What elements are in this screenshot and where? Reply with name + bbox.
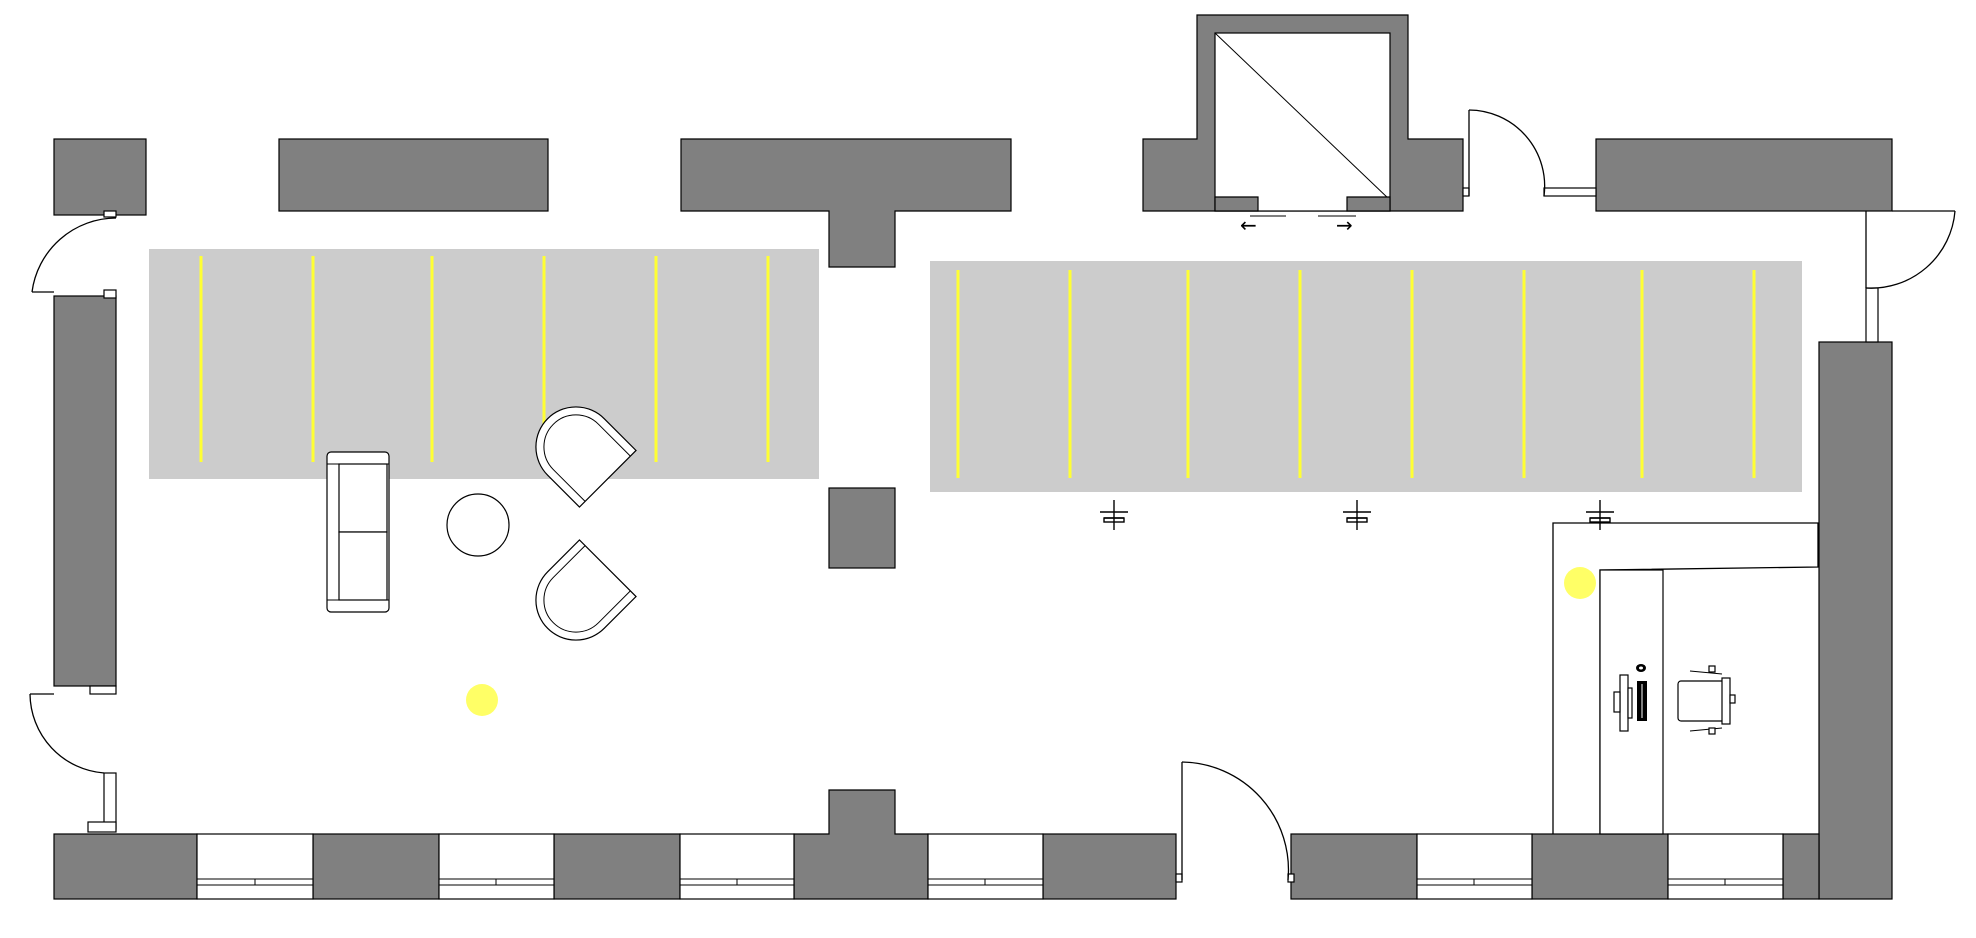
pillar xyxy=(828,487,896,569)
ceiling-light xyxy=(466,684,498,716)
ceiling-light xyxy=(1564,567,1596,599)
window-icon xyxy=(196,833,314,900)
sliding-door-left-arrow: ← xyxy=(1240,213,1257,237)
window-icon xyxy=(1667,833,1784,900)
mouse-icon xyxy=(1636,664,1646,672)
window-icon xyxy=(927,833,1044,900)
door-swing-icon xyxy=(31,217,117,293)
wall-left xyxy=(53,210,117,833)
window-icon xyxy=(1416,833,1533,900)
wall-top xyxy=(53,14,1893,268)
reception-counter xyxy=(1552,522,1819,835)
door-swing-icon xyxy=(29,693,105,774)
display-area-left xyxy=(149,249,819,479)
elevator-icon: ← → xyxy=(1214,32,1391,237)
window-icon xyxy=(679,833,795,900)
sofa-icon xyxy=(326,451,390,613)
round-table-icon xyxy=(446,493,510,557)
outlet-icon xyxy=(1586,500,1614,530)
sliding-door-right-arrow: → xyxy=(1336,213,1353,237)
display-area-right xyxy=(930,261,1802,492)
keyboard-icon xyxy=(1637,681,1647,721)
outlet-icon xyxy=(1343,500,1371,530)
door-swing-icon xyxy=(1181,761,1290,881)
desk-chair-icon xyxy=(1677,665,1736,735)
door-swing-icon xyxy=(1865,210,1956,289)
wall-bottom xyxy=(53,789,1820,900)
armchair-icon xyxy=(535,539,637,641)
door-swing-icon xyxy=(1468,109,1546,197)
computer-monitor-icon xyxy=(1613,674,1633,732)
wall-right xyxy=(1462,187,1893,900)
outlet-icon xyxy=(1100,500,1128,530)
armchair-icon xyxy=(535,406,637,508)
bottom-opening-edge xyxy=(1175,873,1183,883)
window-icon xyxy=(438,833,555,900)
